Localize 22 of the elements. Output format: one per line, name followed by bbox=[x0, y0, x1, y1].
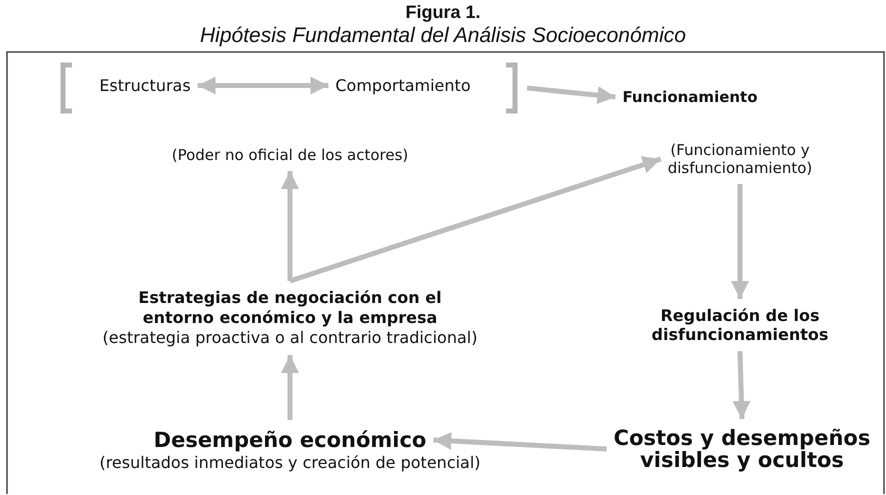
arrow bbox=[433, 432, 607, 452]
node-title: Costos y desempeños visibles y ocultos bbox=[600, 427, 884, 472]
node-title: Estrategias de negociación con el entorno económico y la empresa bbox=[137, 288, 443, 328]
arrow bbox=[281, 355, 299, 420]
arrow bbox=[526, 86, 616, 104]
arrow bbox=[731, 184, 749, 299]
node-description: (resultados inmediatos y creación de potencial) bbox=[98, 453, 482, 474]
bracket-group bbox=[58, 62, 520, 114]
arrow bbox=[281, 171, 299, 281]
arrow bbox=[289, 156, 662, 284]
node-description: (estrategia proactiva o al contrario tradicional) bbox=[102, 328, 478, 348]
node-title: Regulación de los disfuncionamientos bbox=[640, 306, 840, 344]
arrow bbox=[732, 351, 750, 420]
arrow bbox=[198, 76, 328, 94]
figure-title: Figura 1. bbox=[404, 2, 482, 23]
node-label: (Funcionamiento y disfuncionamiento) bbox=[650, 141, 830, 177]
node-label: Estructuras bbox=[80, 76, 210, 96]
node-title: Funcionamiento bbox=[610, 88, 770, 106]
node-label: Comportamiento bbox=[313, 76, 493, 96]
node-title: Desempeño económico bbox=[152, 427, 428, 454]
node-label: (Poder no oficial de los actores) bbox=[120, 146, 460, 164]
figure-subtitle: Hipótesis Fundamental del Análisis Socioeconómico bbox=[199, 24, 687, 48]
